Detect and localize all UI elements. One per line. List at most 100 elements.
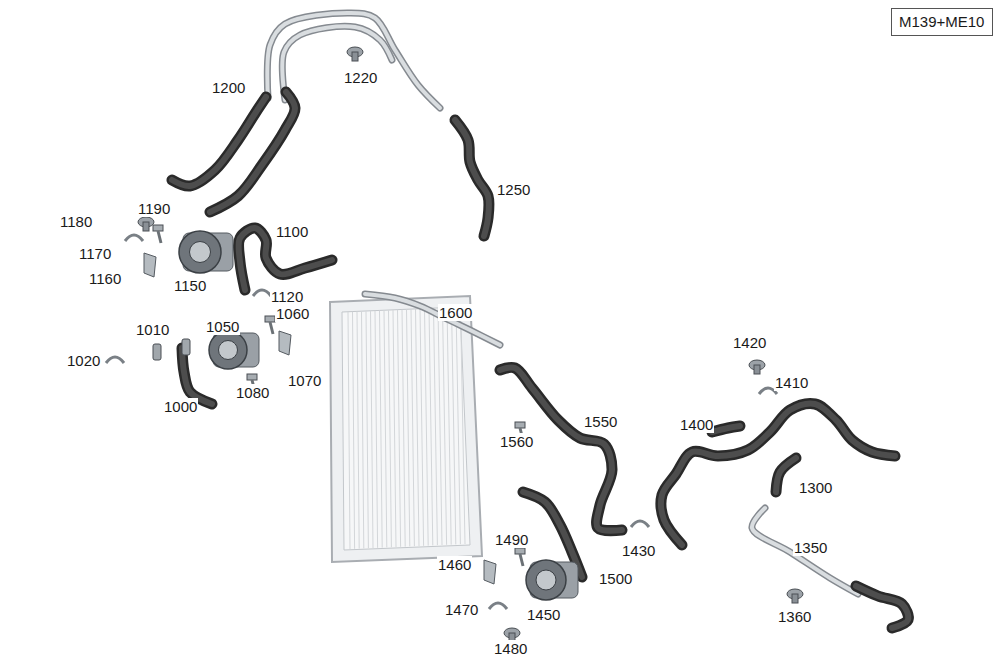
rubber-hose bbox=[182, 348, 212, 404]
bolt-shaft bbox=[270, 322, 273, 334]
rubber-hose bbox=[712, 426, 740, 432]
cap-stem bbox=[754, 365, 760, 374]
radiator-fin bbox=[434, 308, 438, 545]
cap-stem bbox=[792, 594, 798, 603]
radiator-fin bbox=[411, 309, 414, 546]
bolt-head bbox=[247, 374, 257, 380]
rubber-hose bbox=[500, 368, 622, 531]
bracket bbox=[144, 253, 156, 277]
rubber-hose-shade bbox=[455, 120, 489, 236]
rubber-hose-shade bbox=[172, 97, 266, 186]
radiator-fin bbox=[402, 310, 405, 547]
radiator-fin bbox=[456, 307, 460, 544]
callout-number: 1600 bbox=[438, 304, 473, 321]
callout-number: 1250 bbox=[496, 181, 531, 198]
radiator-fin bbox=[389, 310, 392, 547]
rubber-hose bbox=[455, 120, 489, 236]
pump-housing bbox=[209, 331, 247, 369]
variant-code: M139+ME10 bbox=[899, 13, 984, 30]
small-parts bbox=[106, 47, 803, 642]
rubber-hose bbox=[856, 586, 908, 628]
rubber-hose bbox=[661, 404, 895, 545]
callout-number: 1430 bbox=[621, 542, 656, 559]
radiator-fin bbox=[452, 307, 456, 544]
radiator-fin bbox=[420, 309, 424, 546]
bolt-head bbox=[515, 422, 525, 428]
pumps bbox=[179, 231, 578, 600]
pipes bbox=[267, 13, 858, 594]
callout-number: 1020 bbox=[66, 352, 101, 369]
bolt-shaft bbox=[520, 554, 523, 566]
radiator-fin bbox=[353, 312, 355, 549]
fitting bbox=[182, 339, 190, 355]
pump-housing bbox=[526, 560, 566, 600]
rubber-hose-shade bbox=[500, 368, 622, 531]
radiator-fin bbox=[366, 311, 368, 548]
radiator-fin bbox=[438, 308, 442, 545]
rubber-hose-shade bbox=[210, 92, 295, 212]
callout-number: 1120 bbox=[270, 288, 304, 305]
hose-clip bbox=[489, 603, 507, 609]
pump-cap bbox=[190, 242, 211, 263]
hose-clip bbox=[631, 521, 649, 527]
callout-number: 1560 bbox=[499, 433, 534, 450]
variant-box: M139+ME10 bbox=[891, 8, 993, 36]
rubber-hose-shade bbox=[856, 586, 908, 628]
hose-clip bbox=[125, 235, 143, 241]
hose-clip bbox=[106, 357, 124, 363]
radiator-fin bbox=[357, 312, 359, 549]
metal-pipe-highlight bbox=[752, 508, 858, 594]
callout-number: 1470 bbox=[444, 601, 479, 618]
radiator bbox=[330, 296, 482, 562]
callout-number: 1410 bbox=[774, 374, 809, 391]
callout-number: 1070 bbox=[287, 372, 322, 389]
callout-number: 1170 bbox=[78, 245, 112, 262]
metal-pipe bbox=[282, 26, 392, 100]
radiator-fin bbox=[407, 309, 410, 546]
radiator-fin bbox=[375, 311, 378, 548]
cap-stem bbox=[352, 52, 358, 61]
callout-number: 1160 bbox=[88, 270, 122, 287]
radiator-fin bbox=[447, 308, 451, 545]
pump-cap bbox=[536, 570, 556, 590]
bracket bbox=[484, 560, 496, 584]
radiator-fin bbox=[416, 309, 420, 546]
radiator-fin bbox=[425, 309, 429, 546]
metal-pipe-highlight bbox=[282, 26, 392, 100]
bolt-shaft bbox=[158, 231, 161, 243]
pump-housing bbox=[179, 231, 221, 273]
callout-number: 1050 bbox=[205, 318, 240, 335]
pump-cap bbox=[219, 341, 238, 360]
hoses bbox=[172, 92, 908, 628]
radiator-fin bbox=[461, 307, 466, 544]
radiator-fin bbox=[380, 311, 383, 548]
rubber-hose bbox=[776, 458, 796, 492]
callout-number: 1360 bbox=[777, 608, 812, 625]
rubber-hose-shade bbox=[776, 458, 796, 492]
radiator-fin bbox=[393, 310, 396, 547]
callout-number: 1350 bbox=[793, 539, 828, 556]
callout-number: 1010 bbox=[135, 321, 170, 338]
callout-number: 1190 bbox=[137, 200, 171, 217]
callout-number: 1500 bbox=[598, 570, 633, 587]
metal-pipe bbox=[752, 508, 858, 594]
callout-number: 1150 bbox=[173, 277, 207, 294]
callout-number: 1180 bbox=[59, 213, 93, 230]
metal-pipe-highlight bbox=[365, 294, 500, 345]
radiator-fin bbox=[398, 310, 401, 547]
callout-number: 1300 bbox=[798, 479, 833, 496]
cap-stem bbox=[143, 222, 149, 231]
metal-pipe bbox=[365, 294, 500, 345]
bolt-head bbox=[515, 548, 525, 554]
callout-number: 1550 bbox=[583, 413, 618, 430]
callout-number: 1490 bbox=[494, 531, 529, 548]
rubber-hose-shade bbox=[661, 404, 895, 545]
fitting bbox=[153, 344, 161, 360]
radiator-fin bbox=[429, 308, 433, 545]
radiator-fin bbox=[384, 310, 387, 547]
callout-number: 1000 bbox=[163, 398, 198, 415]
callout-number: 1450 bbox=[526, 606, 561, 623]
callout-number: 1420 bbox=[732, 334, 767, 351]
radiator-fin bbox=[443, 308, 447, 545]
radiator-fin bbox=[371, 311, 374, 548]
